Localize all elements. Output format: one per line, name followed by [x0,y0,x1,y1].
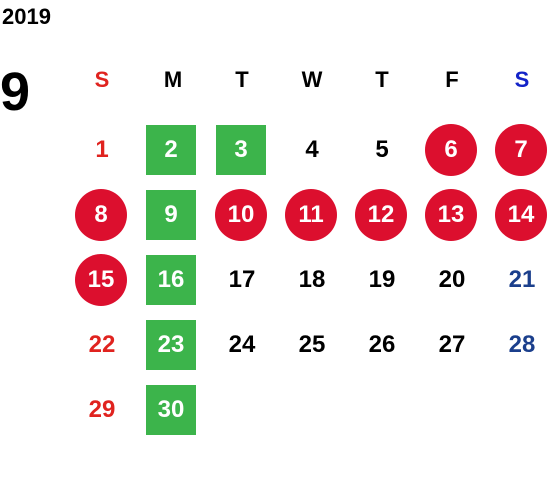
day-22[interactable]: 22 [88,331,116,358]
day-15[interactable]: 15 [75,254,127,306]
weekday-sat: S [514,67,530,92]
day-4[interactable]: 4 [305,136,319,163]
day-28[interactable]: 28 [508,331,536,358]
day-6[interactable]: 6 [425,124,477,176]
day-5[interactable]: 5 [375,136,389,163]
day-16[interactable]: 16 [146,255,196,305]
day-23[interactable]: 23 [146,320,196,370]
weekday-thu: T [375,67,389,92]
day-12[interactable]: 12 [355,189,407,241]
day-26[interactable]: 26 [368,331,396,358]
day-8[interactable]: 8 [75,189,127,241]
day-13[interactable]: 13 [425,189,477,241]
day-21[interactable]: 21 [508,266,536,293]
day-9[interactable]: 9 [146,190,196,240]
day-27[interactable]: 27 [438,331,466,358]
calendar-month: 9 [0,62,31,122]
day-25[interactable]: 25 [298,331,326,358]
weekday-fri: F [445,67,459,92]
day-29[interactable]: 29 [88,396,116,423]
day-7[interactable]: 7 [495,124,547,176]
calendar-year: 2019 [2,4,51,29]
day-11[interactable]: 11 [285,189,337,241]
weekday-wed: W [301,67,323,92]
day-17[interactable]: 17 [228,266,256,293]
day-20[interactable]: 20 [438,266,466,293]
day-14[interactable]: 14 [495,189,547,241]
day-19[interactable]: 19 [368,266,396,293]
weekday-mon: M [163,67,183,92]
day-3[interactable]: 3 [216,125,266,175]
day-30[interactable]: 30 [146,385,196,435]
day-10[interactable]: 10 [215,189,267,241]
day-2[interactable]: 2 [146,125,196,175]
weekday-sun: S [94,67,110,92]
weekday-tue: T [235,67,249,92]
day-1[interactable]: 1 [95,136,109,163]
day-18[interactable]: 18 [298,266,326,293]
day-24[interactable]: 24 [228,331,256,358]
